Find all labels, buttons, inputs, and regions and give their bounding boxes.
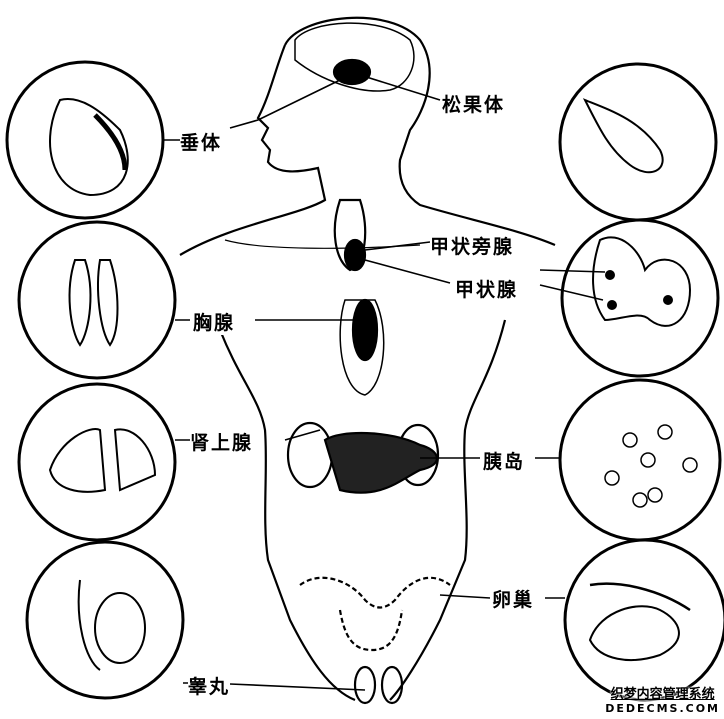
watermark-line2: DEDECMS.COM xyxy=(605,702,720,715)
label-pituitary: 垂体 xyxy=(180,128,223,155)
thyroid-circle xyxy=(560,218,720,378)
label-thyroid: 甲状腺 xyxy=(455,275,519,302)
ovary-circle xyxy=(563,538,724,702)
watermark: 织梦内容管理系统 DEDECMS.COM xyxy=(605,683,720,715)
pineal-circle xyxy=(558,62,718,222)
label-parathyroid: 甲状旁腺 xyxy=(430,232,515,259)
label-ovary: 卵巢 xyxy=(492,585,535,612)
label-thymus: 胸腺 xyxy=(193,308,236,335)
label-pineal: 松果体 xyxy=(442,90,506,117)
testis-circle xyxy=(25,540,185,700)
body-outline xyxy=(163,16,606,705)
adrenal-circle xyxy=(17,382,177,542)
islets-circle xyxy=(558,378,722,542)
label-islets: 胰岛 xyxy=(483,447,526,474)
label-adrenal: 肾上腺 xyxy=(190,428,254,455)
watermark-line1: 织梦内容管理系统 xyxy=(610,687,715,702)
thymus-circle xyxy=(17,220,177,380)
label-testis: 睾丸 xyxy=(188,672,231,699)
